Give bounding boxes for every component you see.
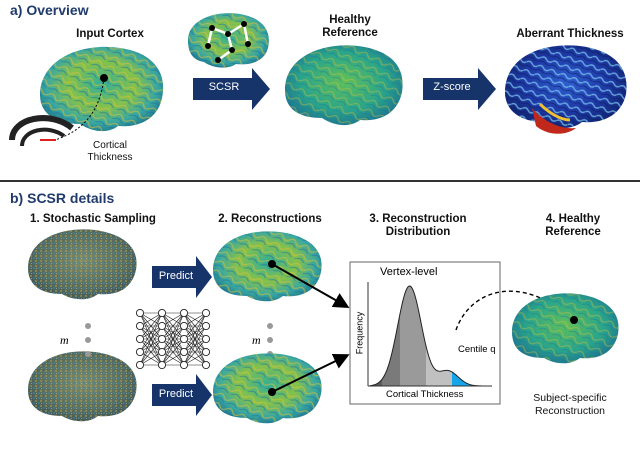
reconstruction-arrow-top [271,263,350,308]
reconstructions-heading: 2. Reconstructions [218,213,322,225]
subject-specific-reference-brain [512,293,619,364]
predict-arrow-top [152,256,212,298]
nn-node [179,321,189,331]
nn-node [135,321,145,331]
nn-node [201,334,211,344]
nn-node [135,308,145,318]
predict-label-top: Predict [158,270,194,282]
m-samples-label-right: m [252,333,261,347]
nn-node [179,360,189,370]
plot-title: Vertex-level [380,266,438,278]
stochastic-sample-brain-top [28,229,137,300]
predict-label-bottom: Predict [158,388,194,400]
m-samples-label-left: m [60,333,69,347]
reconstruction-arrow-bottom [271,354,350,393]
nn-node [179,347,189,357]
section-divider [0,180,640,182]
zscore-arrow-label: Z-score [433,81,471,93]
aberrant-thickness-brain [505,45,627,134]
distribution-histogram [369,285,491,387]
plot-x-label: Cortical Thickness [386,389,464,400]
stochastic-sampling-heading: 1. Stochastic Sampling [30,213,156,225]
nn-node [135,334,145,344]
nn-node [157,308,167,318]
reconstruction-brain-top [213,231,322,302]
nn-node [201,360,211,370]
aberrant-thickness-heading: Aberrant Thickness [516,28,624,40]
scsr-arrow [193,68,270,110]
reconstruction-brain-bottom [213,353,322,424]
plot-y-label: Frequency [354,311,365,355]
overview-section-title: a) Overview [10,2,89,18]
nn-node [135,360,145,370]
scsr-arrow-label: SCSR [208,81,240,93]
density-band [370,379,382,386]
graph-overlay-brain [188,13,269,68]
density-band [426,345,452,386]
nn-node [157,334,167,344]
input-cortex-heading: Input Cortex [76,28,144,40]
stochastic-sample-brain-bottom [28,351,137,422]
nn-node [157,360,167,370]
density-curve [369,285,491,387]
cortical-thickness-icon [9,115,74,147]
input-cortex-brain [40,46,164,132]
left-ellipsis-dots [85,323,91,357]
right-ellipsis-dots [267,323,273,357]
density-band [452,371,490,386]
nn-node [157,347,167,357]
healthy-reference-brain [285,45,403,126]
nn-node [179,308,189,318]
nn-node [157,321,167,331]
predict-arrow-bottom [152,374,212,416]
thickness-dotted-line [54,77,105,141]
centile-label: Centile q [458,344,496,355]
nn-node [179,334,189,344]
neural-network-icon [135,308,211,370]
nn-node [201,347,211,357]
density-band [382,313,400,386]
density-band [400,286,426,386]
nn-node [201,308,211,318]
scsr-details-section-title: b) SCSR details [10,190,115,206]
nn-node [201,321,211,331]
nn-node [135,347,145,357]
zscore-arrow [423,68,496,110]
